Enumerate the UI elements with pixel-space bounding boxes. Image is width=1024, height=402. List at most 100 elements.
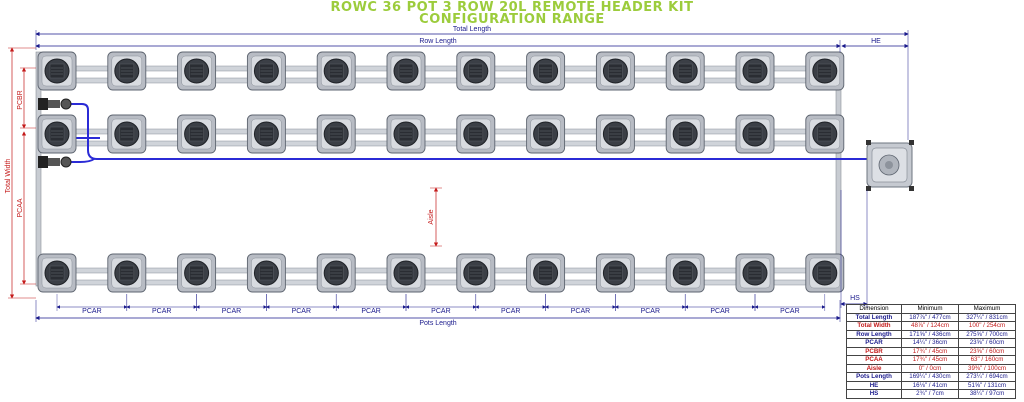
aisle-dimension: Aisle bbox=[428, 187, 442, 247]
pot bbox=[246, 51, 286, 91]
total-width-label: Total Width bbox=[5, 159, 12, 194]
pot bbox=[665, 51, 705, 91]
pot bbox=[37, 51, 77, 91]
pot bbox=[805, 114, 845, 154]
spec-dimension-cell: PCBR bbox=[846, 346, 902, 356]
pcar-label: PCAR bbox=[710, 308, 729, 315]
pot bbox=[665, 253, 705, 293]
pcar-label: PCAR bbox=[780, 308, 799, 315]
pcar-dimension: PCAR bbox=[475, 294, 547, 315]
header-connectors bbox=[38, 98, 72, 168]
pcar-label: PCAR bbox=[501, 308, 520, 315]
header-minimum: Minimum bbox=[901, 304, 959, 314]
pot-grid bbox=[37, 51, 845, 293]
pot bbox=[526, 51, 566, 91]
pot bbox=[805, 51, 845, 91]
hs-label: HS bbox=[850, 295, 860, 302]
pot bbox=[386, 51, 426, 91]
he-label: HE bbox=[871, 38, 881, 45]
pcar-dimension: PCAR bbox=[265, 294, 337, 315]
spec-minimum-cell: 48⅞" / 124cm bbox=[901, 321, 959, 331]
spec-minimum-cell: 2¾" / 7cm bbox=[901, 389, 959, 399]
spec-dimension-cell: Total Length bbox=[846, 312, 902, 322]
pot bbox=[595, 114, 635, 154]
pot bbox=[37, 253, 77, 293]
spec-maximum-cell: 39⅜" / 100cm bbox=[958, 363, 1016, 373]
spec-minimum-cell: 0" / 0cm bbox=[901, 363, 959, 373]
pot bbox=[386, 114, 426, 154]
pot bbox=[526, 253, 566, 293]
pcar-label: PCAR bbox=[152, 308, 171, 315]
pot bbox=[456, 114, 496, 154]
aisle-label: Aisle bbox=[428, 209, 435, 224]
remote-header-tank bbox=[866, 140, 914, 191]
pot bbox=[526, 114, 566, 154]
pot bbox=[735, 51, 775, 91]
pot bbox=[246, 114, 286, 154]
pot bbox=[456, 51, 496, 91]
hs-dimension: HS bbox=[840, 190, 868, 308]
pcar-dimension: PCAR bbox=[335, 294, 407, 315]
spec-table-header: Dimension Minimum Maximum bbox=[846, 304, 1016, 314]
pcaa-label: PCAA bbox=[17, 198, 24, 217]
pcar-dimension: PCAR bbox=[126, 294, 198, 315]
pot bbox=[107, 253, 147, 293]
pot bbox=[735, 253, 775, 293]
pot bbox=[107, 114, 147, 154]
pcar-dimension: PCAR bbox=[544, 294, 617, 315]
pot bbox=[107, 51, 147, 91]
pot bbox=[595, 51, 635, 91]
pcbr-label: PCBR bbox=[17, 90, 24, 109]
spec-minimum-cell: 187⅞" / 477cm bbox=[901, 312, 959, 322]
pot bbox=[805, 253, 845, 293]
pots-length-label: Pots Length bbox=[419, 320, 456, 327]
spec-minimum-cell: 16⅛" / 41cm bbox=[901, 380, 959, 390]
pcar-label: PCAR bbox=[571, 308, 590, 315]
pot bbox=[316, 114, 356, 154]
spec-maximum-cell: 38¼" / 97cm bbox=[958, 389, 1016, 399]
pot bbox=[246, 253, 286, 293]
pcar-label: PCAR bbox=[641, 308, 660, 315]
pcaa-dimension: PCAA bbox=[17, 131, 36, 285]
pot bbox=[177, 253, 217, 293]
pcar-label: PCAR bbox=[222, 308, 241, 315]
pot bbox=[316, 253, 356, 293]
frame-pipes bbox=[35, 51, 842, 287]
spec-dimension-cell: HS bbox=[846, 389, 902, 399]
spec-maximum-cell: 275⅝" / 700cm bbox=[958, 329, 1016, 339]
he-dimension: HE bbox=[841, 38, 909, 49]
diagram-title: ROWC 36 POT 3 ROW 20L REMOTE HEADER KIT bbox=[330, 0, 694, 15]
pots-length-dimension: Pots Length bbox=[35, 300, 841, 327]
pcbr-dimension: PCBR bbox=[17, 67, 36, 129]
spec-dimension-cell: Total Width bbox=[846, 321, 902, 331]
spec-minimum-cell: 14¼" / 36cm bbox=[901, 338, 959, 348]
pot bbox=[316, 51, 356, 91]
pot bbox=[386, 253, 426, 293]
spec-maximum-cell: 100" / 254cm bbox=[958, 321, 1016, 331]
total-length-label: Total Length bbox=[453, 26, 491, 33]
pcar-dimension: PCAR bbox=[614, 294, 686, 315]
header-dimension: Dimension bbox=[846, 304, 902, 314]
pot bbox=[177, 114, 217, 154]
row-length-dimension: Row Length bbox=[35, 38, 841, 52]
spec-maximum-cell: 23⅝" / 60cm bbox=[958, 338, 1016, 348]
spec-minimum-cell: 17¾" / 45cm bbox=[901, 355, 959, 365]
spec-minimum-cell: 169¼" / 430cm bbox=[901, 372, 959, 382]
spec-maximum-cell: 273¼" / 694cm bbox=[958, 372, 1016, 382]
spec-maximum-cell: 327¼" / 831cm bbox=[958, 312, 1016, 322]
spec-dimension-cell: Pots Length bbox=[846, 372, 902, 382]
spec-dimension-cell: PCAA bbox=[846, 355, 902, 365]
pcar-label: PCAR bbox=[361, 308, 380, 315]
pcar-dimension: PCAR bbox=[684, 294, 756, 315]
spec-maximum-cell: 63" / 160cm bbox=[958, 355, 1016, 365]
